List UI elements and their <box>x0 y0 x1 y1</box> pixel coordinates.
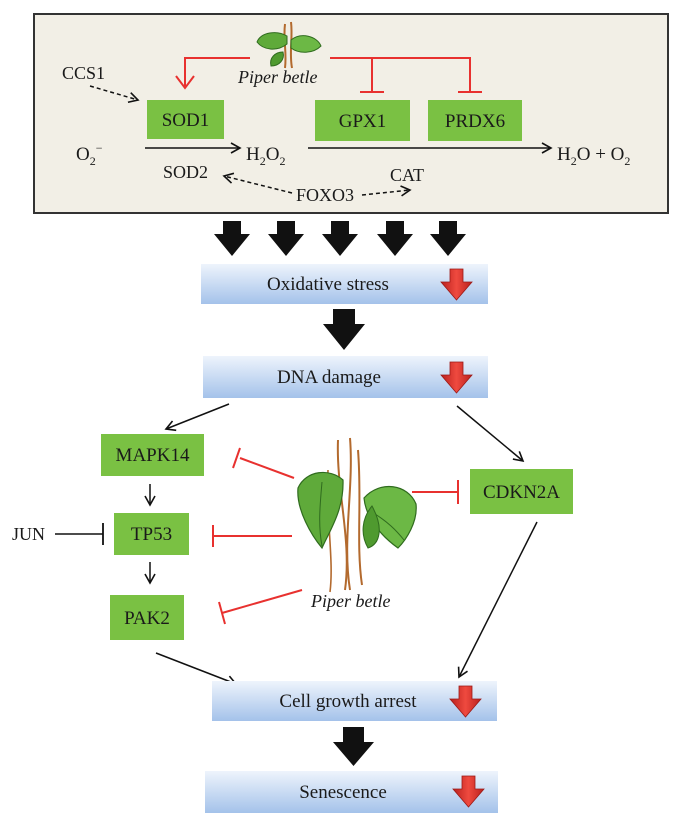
plant-inhibits-pak2 <box>221 589 303 614</box>
products-label: H2O + O2 <box>557 144 630 168</box>
dna-to-cdkn2a-arrow <box>456 405 525 463</box>
superoxide-label: O2− <box>76 141 103 168</box>
pak2-box <box>110 595 184 640</box>
mapk14-label: MAPK14 <box>116 445 190 466</box>
tp53-box <box>114 513 189 555</box>
prdx6-label: PRDX6 <box>445 111 505 132</box>
plant-to-sod1-arrow <box>184 57 250 86</box>
cdkn2a-label: CDKN2A <box>483 482 560 503</box>
sod1-label: SOD1 <box>162 110 210 131</box>
decrease-arrow-icon <box>440 268 473 301</box>
cdkn2a-box <box>470 469 573 514</box>
gpx1-label: GPX1 <box>339 111 387 132</box>
plant-inhibits-prdx6 <box>372 57 471 92</box>
dna-damage-box <box>203 356 488 398</box>
senescence-box <box>205 771 498 813</box>
decrease-arrow-icon <box>440 361 473 394</box>
tp53-label: TP53 <box>131 524 172 545</box>
foxo3-to-cat-arrow <box>361 185 412 197</box>
piper-betle-plant-icon <box>256 21 322 69</box>
cell-growth-arrest-box <box>212 681 497 721</box>
pak2-label: PAK2 <box>124 608 170 629</box>
foxo3-to-sod2-arrow <box>222 172 293 194</box>
down-block-arrow-icon <box>268 221 304 256</box>
pathway-plant-label: Piper betle <box>310 591 390 611</box>
down-block-arrow-icon <box>377 221 413 256</box>
panel-plant-label: Piper betle <box>237 67 317 87</box>
sod1-box <box>147 100 224 139</box>
down-block-arrow-icon <box>322 221 358 256</box>
cat-label: CAT <box>390 165 424 185</box>
jun-label: JUN <box>12 524 45 544</box>
decrease-arrow-icon <box>449 685 482 718</box>
gpx1-box <box>315 100 410 141</box>
decrease-arrow-icon <box>452 775 485 808</box>
ccs1-to-sod1-arrow <box>89 85 140 104</box>
plant-inhibits-mapk14 <box>239 457 295 479</box>
pak2-to-growth-arrest-arrow <box>155 652 238 687</box>
piper-betle-plant-icon <box>297 437 417 593</box>
oxidative-stress-label: Oxidative stress <box>267 274 389 295</box>
dna-damage-label: DNA damage <box>277 367 381 388</box>
cdkn2a-to-growth-arrest-arrow <box>457 521 538 679</box>
sod2-label: SOD2 <box>163 162 208 182</box>
down-block-arrow-icon <box>323 309 365 350</box>
dna-to-mapk14-arrow <box>164 403 230 432</box>
foxo3-label: FOXO3 <box>296 185 354 205</box>
prdx6-box <box>428 100 522 141</box>
senescence-label: Senescence <box>299 782 387 803</box>
oxidative-stress-box <box>201 264 488 304</box>
down-block-arrow-icon <box>333 727 374 766</box>
ccs1-label: CCS1 <box>62 63 105 83</box>
mapk14-box <box>101 434 204 476</box>
down-block-arrow-icon <box>430 221 466 256</box>
cell-growth-arrest-label: Cell growth arrest <box>279 691 417 712</box>
h2o2-label: H2O2 <box>246 144 285 168</box>
down-block-arrow-icon <box>214 221 250 256</box>
